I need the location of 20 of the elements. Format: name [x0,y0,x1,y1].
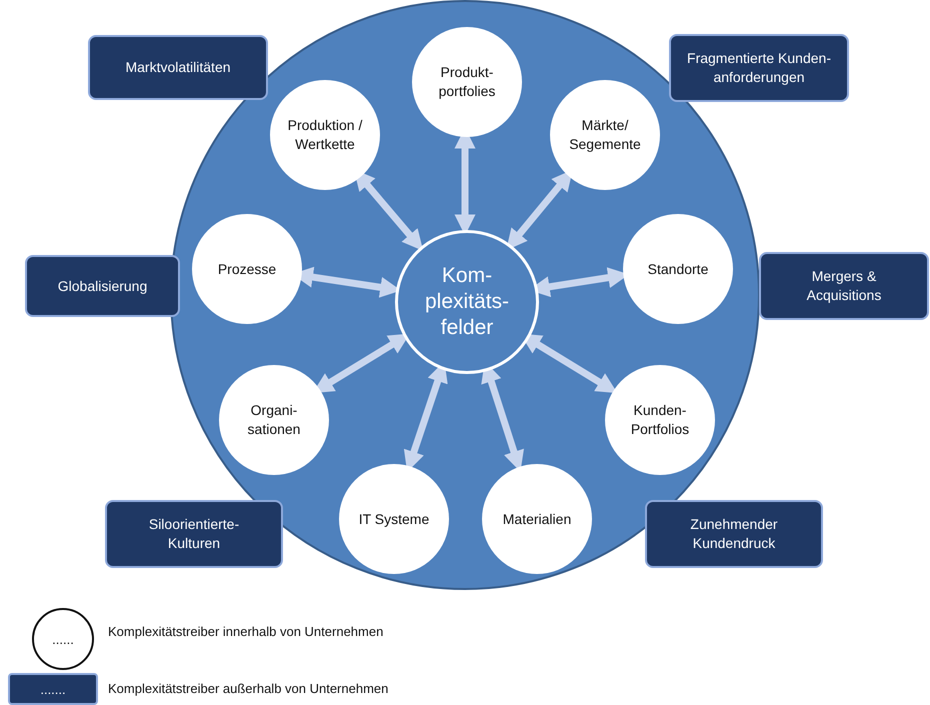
driver-circle: Produktion / Wertkette [270,80,380,190]
driver-box: Fragmentierte Kunden- anforderungen [669,34,849,102]
driver-box: Zunehmender Kundendruck [645,500,823,568]
driver-circle: Standorte [623,214,733,324]
legend-text: Komplexitätstreiber außerhalb von Unternehmen [108,681,388,696]
driver-circle: Prozesse [192,214,302,324]
legend-circle: ...... [32,608,94,670]
driver-box: Marktvolatilitäten [88,35,268,100]
driver-box: Siloorientierte- Kulturen [105,500,283,568]
driver-box: Globalisierung [25,255,180,317]
driver-circle: Kunden- Portfolios [605,365,715,475]
driver-circle: Materialien [482,464,592,574]
driver-circle: Organi- sationen [219,365,329,475]
driver-circle: Produkt- portfolies [412,27,522,137]
driver-circle: Märkte/ Segemente [550,80,660,190]
legend-box: ....... [8,673,98,705]
legend-text: Komplexitätstreiber innerhalb von Unternehmen [108,624,384,639]
driver-circle: IT Systeme [339,464,449,574]
central-circle: Kom- plexitäts- felder [395,230,539,374]
driver-box: Mergers & Acquisitions [759,252,929,320]
